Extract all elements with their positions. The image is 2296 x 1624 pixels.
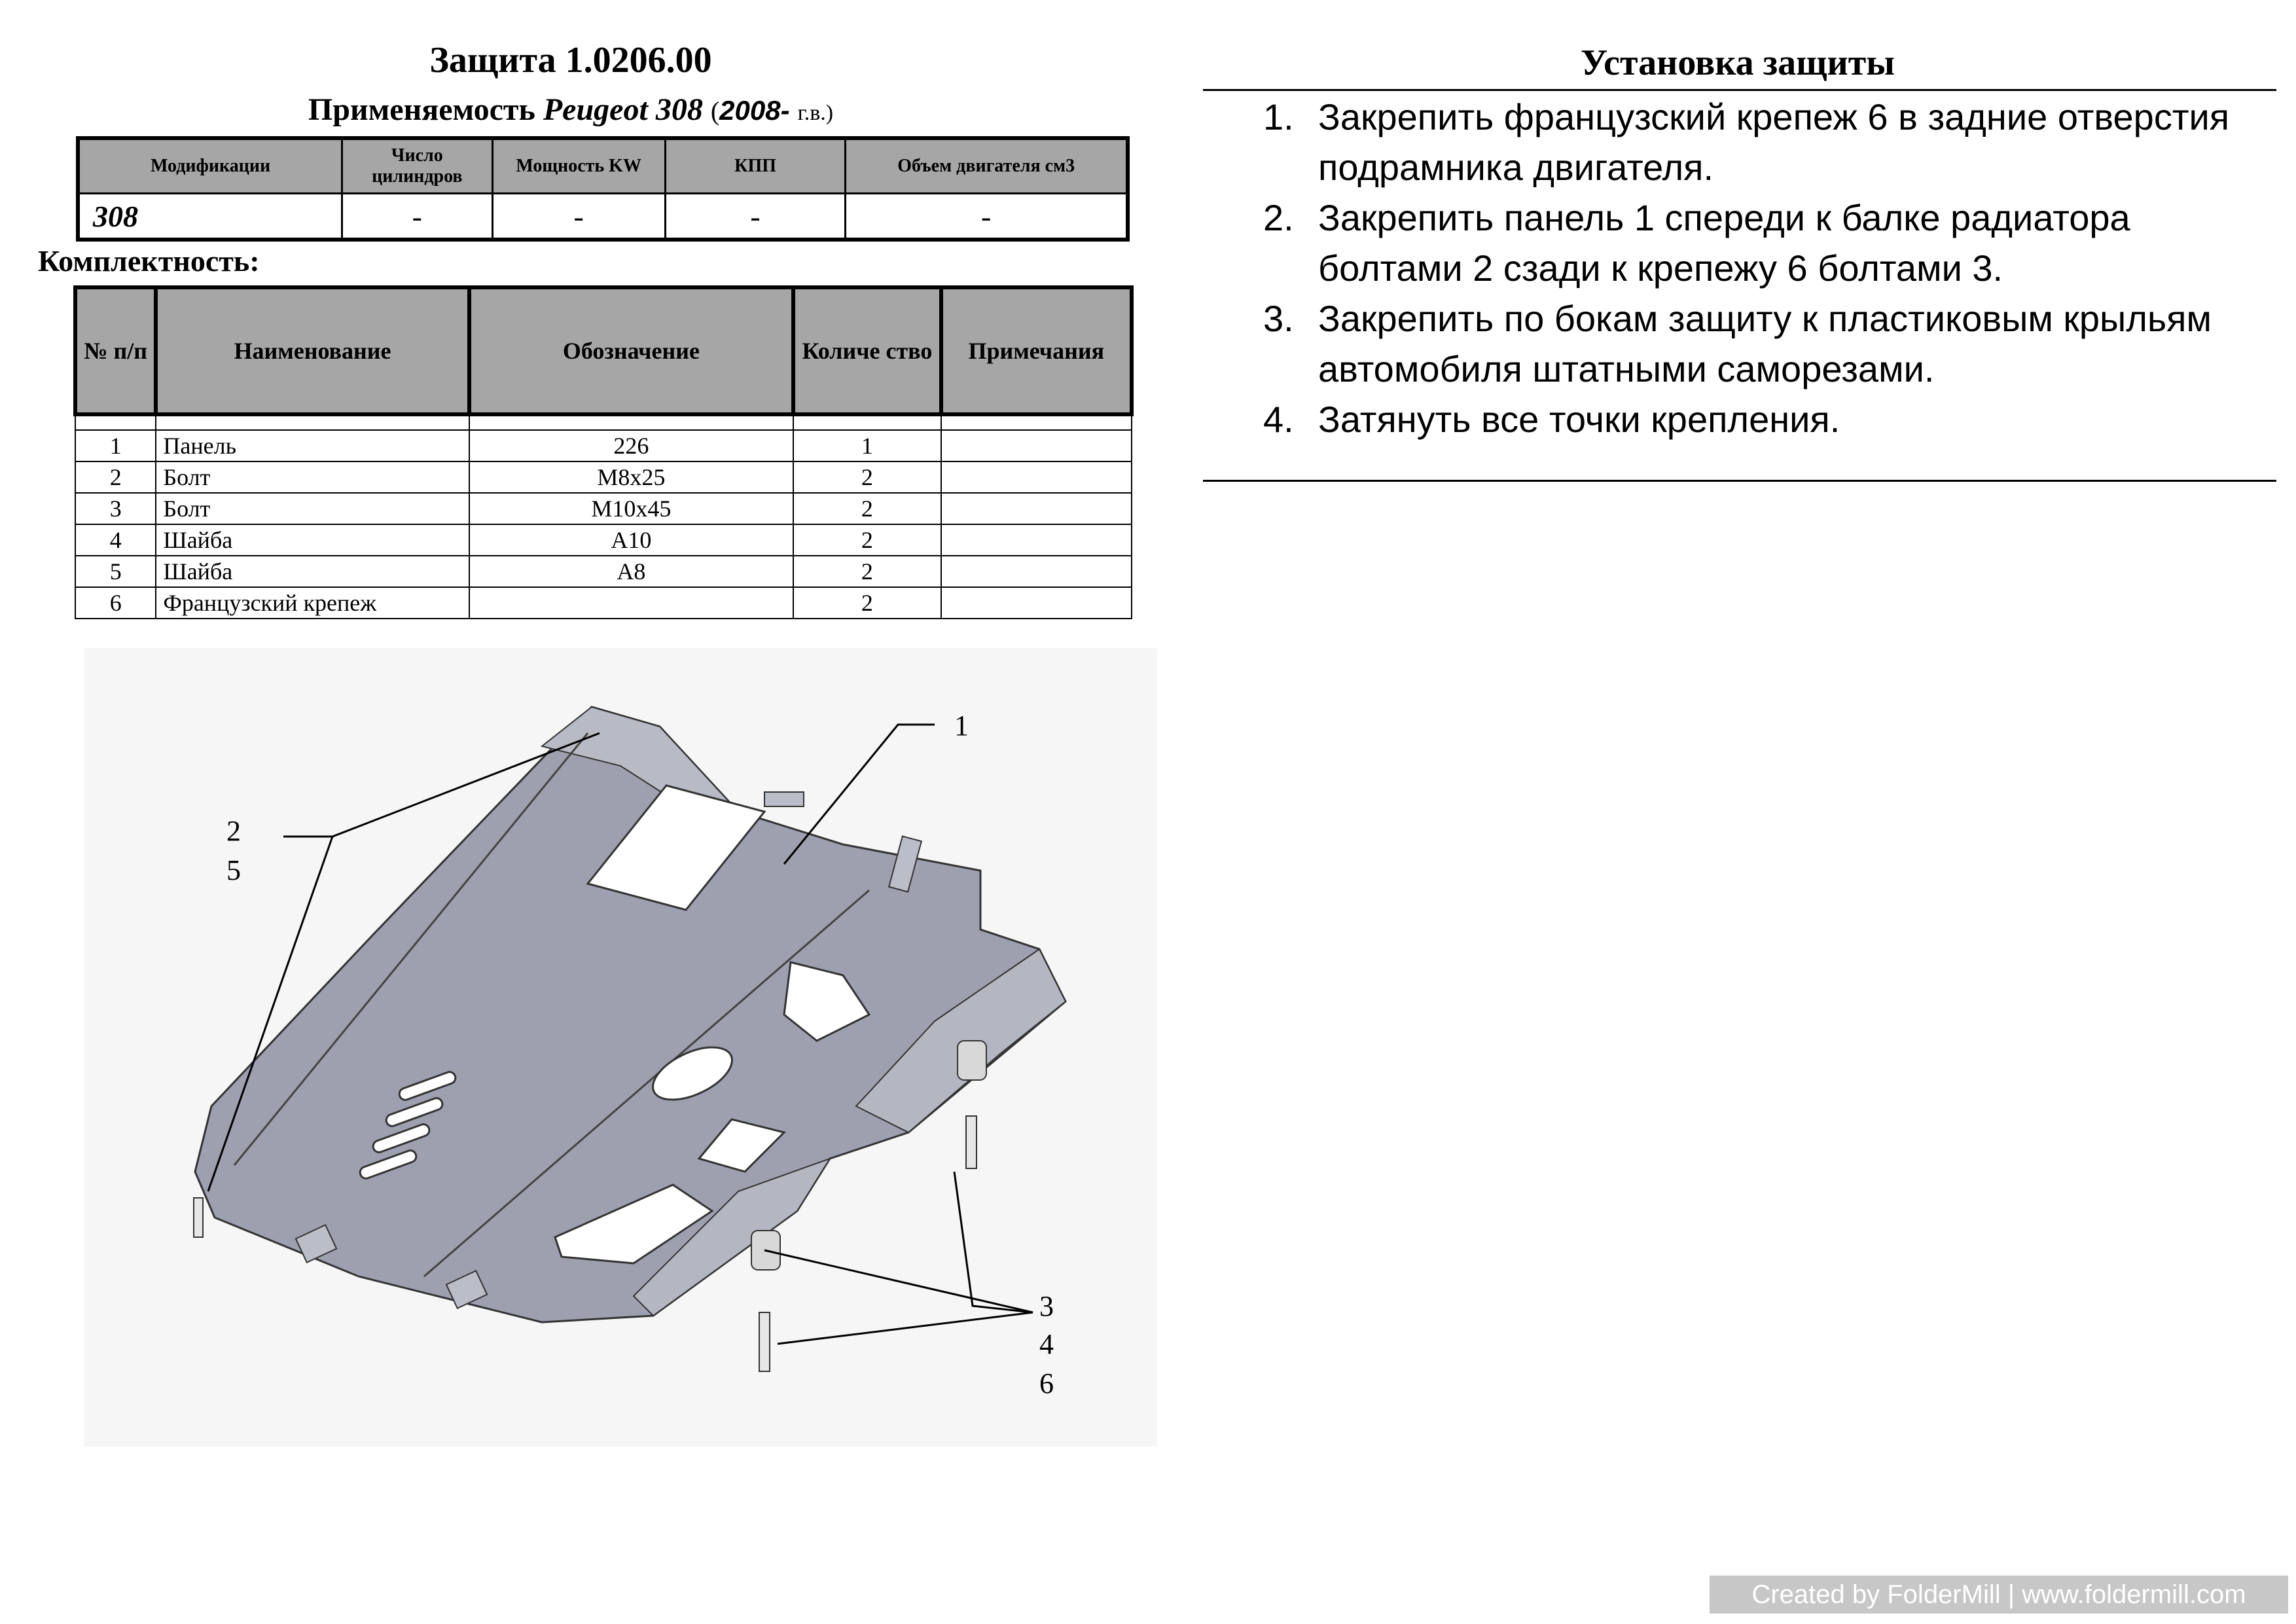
- table-cell: -: [664, 192, 847, 241]
- document-title: Защита 1.0206.00: [429, 40, 712, 81]
- divider-bottom: [1203, 480, 2276, 482]
- header-cell: Примечания: [939, 285, 1134, 416]
- table-cell: [940, 429, 1133, 462]
- table-cell: Болт: [155, 492, 470, 525]
- installation-steps: 1. Закрепить французский крепеж 6 в задн…: [1263, 92, 2258, 444]
- spacer-right: [957, 1040, 987, 1081]
- table-cell: 2: [793, 492, 942, 525]
- step-text: Закрепить панель 1 спереди к балке радиа…: [1318, 197, 2130, 289]
- table-cell: 308: [77, 192, 344, 241]
- table-cell: [468, 586, 795, 619]
- list-item: 3. Закрепить по бокам защиту к пластиков…: [1263, 293, 2258, 394]
- table-row: 5 Шайба A8 2: [74, 555, 1133, 588]
- brand-model: Peugeot 308: [543, 92, 703, 127]
- callout-left-b: 5: [226, 854, 241, 886]
- header-cell: Обозначение: [467, 285, 796, 416]
- step-number: 1.: [1263, 96, 1294, 137]
- table-row: 2 Болт M8x25 2: [74, 461, 1133, 494]
- kit-label: Комплектность:: [38, 244, 260, 278]
- table-cell: [940, 492, 1133, 525]
- step-text: Закрепить французский крепеж 6 в задние …: [1318, 96, 2230, 188]
- year-open: (: [710, 96, 720, 126]
- table-cell: [940, 524, 1133, 556]
- callout-right-b: 4: [1039, 1328, 1054, 1360]
- table-cell: 2: [793, 524, 942, 556]
- year-unit: г.в.): [797, 101, 834, 125]
- table-cell: A10: [468, 524, 795, 556]
- list-item: 4. Затянуть все точки крепления.: [1263, 394, 2258, 444]
- table-cell: Шайба: [155, 524, 470, 556]
- step-text: Затянуть все точки крепления.: [1318, 399, 1840, 440]
- bolts: [193, 1115, 977, 1372]
- divider-top: [1203, 89, 2276, 91]
- header-cell: Количе ство: [791, 285, 943, 416]
- table-row: 1 Панель 226 1: [74, 429, 1133, 462]
- table-header-row: Модификации Число цилиндров Мощность KW …: [77, 137, 1129, 194]
- step-number: 2.: [1263, 197, 1294, 238]
- skid-plate-drawing: 1 2 5 3 4 6: [84, 648, 1157, 1447]
- callout-right-c: 6: [1039, 1367, 1054, 1399]
- modifications-table: Модификации Число цилиндров Мощность KW …: [76, 136, 1130, 242]
- table-cell: [940, 555, 1133, 588]
- table-row: 3 Болт M10x45 2: [74, 492, 1133, 525]
- spacer-row: [74, 414, 1133, 431]
- skid-plate-illustration: [84, 648, 1157, 1447]
- step-text: Закрепить по бокам защиту к пластиковым …: [1318, 298, 2212, 389]
- list-item: 1. Закрепить французский крепеж 6 в задн…: [1263, 92, 2258, 192]
- table-cell: 2: [74, 461, 157, 494]
- list-item: 2. Закрепить панель 1 спереди к балке ра…: [1263, 192, 2258, 293]
- header-cell: Мощность KW: [491, 137, 666, 194]
- table-cell: M8x25: [468, 461, 795, 494]
- header-cell: Наименование: [154, 285, 471, 416]
- header-cell: КПП: [664, 137, 847, 194]
- table-cell: M10x45: [468, 492, 795, 525]
- header-cell: № п/п: [73, 285, 158, 416]
- table-cell: Болт: [155, 461, 470, 494]
- model-year: 2008-: [719, 95, 790, 126]
- table-cell: 1: [793, 429, 942, 462]
- installation-title: Установка защиты: [1581, 43, 1895, 83]
- callout-right-a: 3: [1039, 1290, 1054, 1322]
- table-cell: Французский крепеж: [155, 586, 470, 619]
- table-cell: Шайба: [155, 555, 470, 588]
- table-cell: 226: [468, 429, 795, 462]
- table-cell: 6: [74, 586, 157, 619]
- table-cell: 4: [74, 524, 157, 556]
- table-row: 6 Французский крепеж 2: [74, 586, 1133, 619]
- header-cell: Модификации: [77, 137, 344, 194]
- header-cell: Число цилиндров: [341, 137, 493, 194]
- step-number: 3.: [1263, 298, 1294, 339]
- table-row: 308 - - - -: [77, 192, 1129, 241]
- table-cell: 3: [74, 492, 157, 525]
- table-row: 4 Шайба A10 2: [74, 524, 1133, 556]
- table-cell: [940, 461, 1133, 494]
- table-cell: A8: [468, 555, 795, 588]
- table-header-row: № п/п Наименование Обозначение Количе ст…: [73, 285, 1134, 416]
- table-cell: 2: [793, 555, 942, 588]
- vent-slots: [359, 1071, 457, 1180]
- table-cell: 2: [793, 586, 942, 619]
- kit-table: № п/п Наименование Обозначение Количе ст…: [73, 285, 1134, 619]
- callout-panel: 1: [954, 710, 969, 742]
- table-cell: -: [491, 192, 666, 241]
- applicability-prefix: Применяемость: [308, 92, 535, 127]
- table-cell: Панель: [155, 429, 470, 462]
- step-number: 4.: [1263, 399, 1294, 440]
- table-cell: 5: [74, 555, 157, 588]
- table-cell: 2: [793, 461, 942, 494]
- header-cell: Объем двигателя см3: [844, 137, 1129, 194]
- table-cell: 1: [74, 429, 157, 462]
- table-cell: [940, 586, 1133, 619]
- applicability-line: Применяемость Peugeot 308 (2008- г.в.): [73, 92, 1068, 128]
- table-cell: -: [844, 192, 1129, 241]
- callout-left-a: 2: [226, 815, 241, 847]
- watermark-footer: Created by FolderMill | www.foldermill.c…: [1710, 1576, 2288, 1614]
- leader-lines: [207, 723, 1033, 1345]
- table-cell: -: [341, 192, 493, 241]
